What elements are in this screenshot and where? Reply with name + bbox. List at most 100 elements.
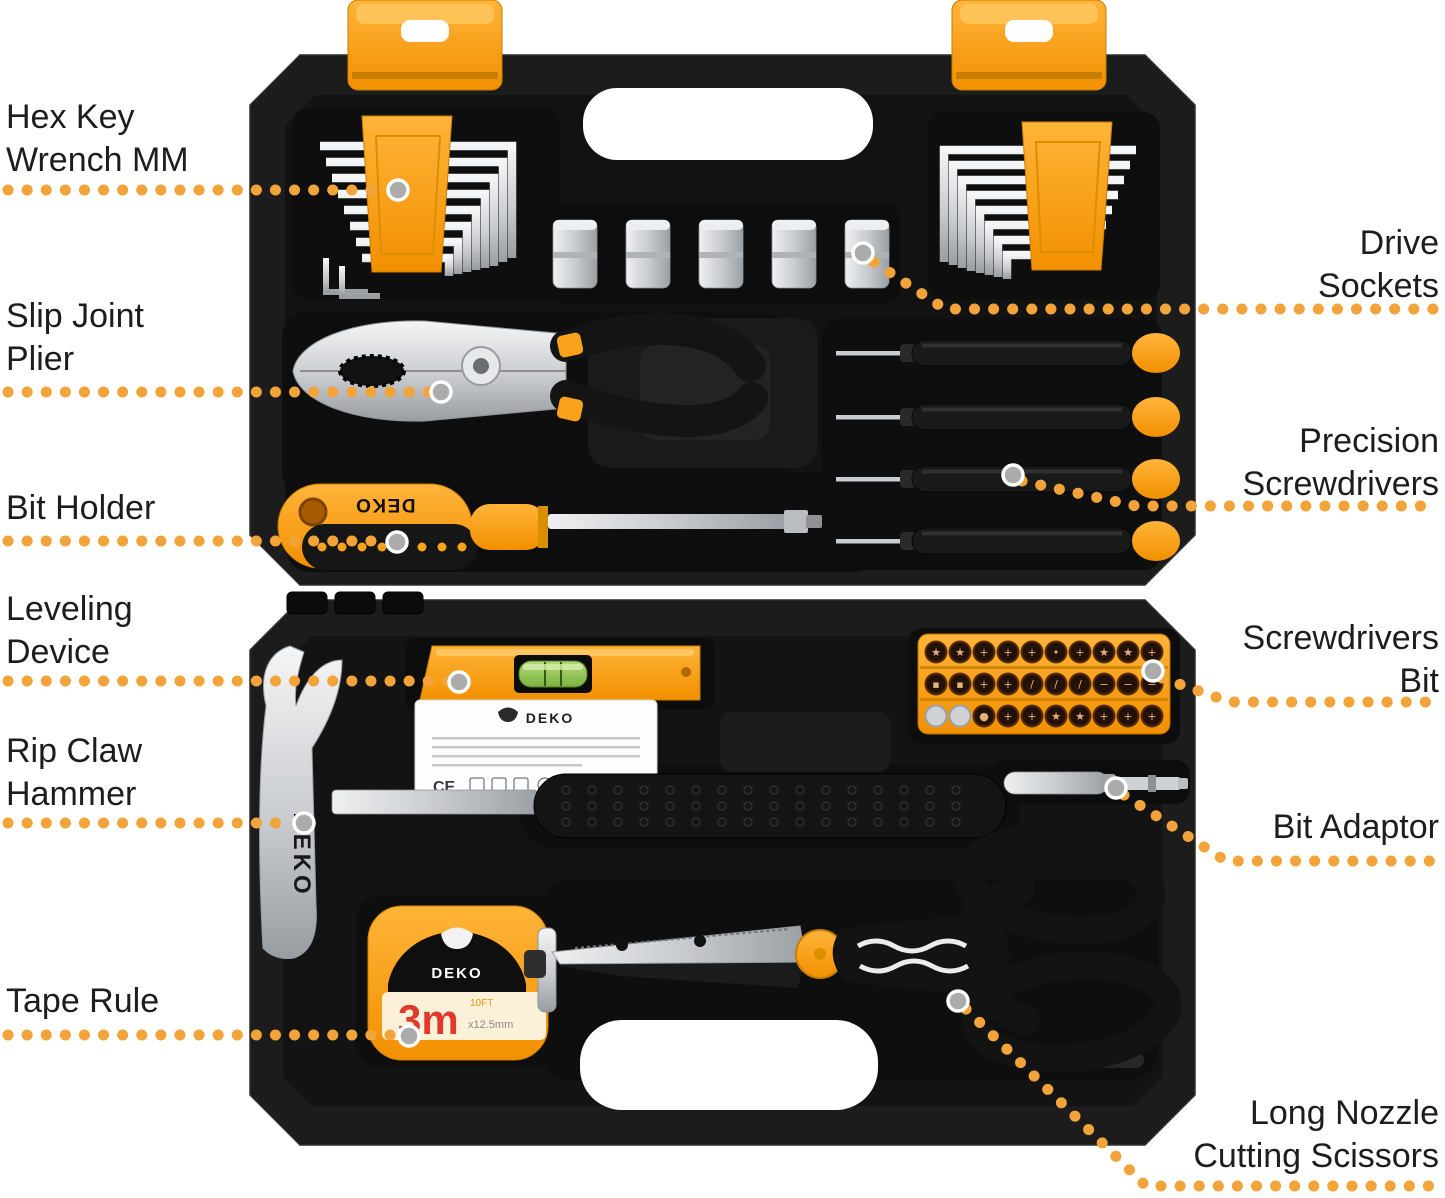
bit-tip-glyph: − bbox=[1147, 678, 1156, 691]
bit-holder-brand-text: DEKO bbox=[355, 494, 416, 515]
grip-dimple bbox=[691, 801, 701, 811]
grip-dimple bbox=[639, 785, 649, 795]
base-mold-block bbox=[720, 712, 890, 772]
grip-dimple bbox=[561, 785, 571, 795]
callout-marker-bit-holder bbox=[385, 530, 409, 554]
screwdriver-bit bbox=[996, 704, 1020, 728]
grip-dimple bbox=[899, 817, 909, 827]
bit-tip-glyph: / bbox=[1030, 678, 1034, 691]
grip-dimple bbox=[795, 817, 805, 827]
bit-tip-glyph: + bbox=[1147, 710, 1156, 723]
precision-tray-recess bbox=[822, 318, 1162, 570]
grip-dimple bbox=[613, 817, 623, 827]
screwdriver-bit bbox=[1068, 672, 1092, 696]
annotation-line: Plier bbox=[6, 340, 75, 378]
bit-tip-glyph: ● bbox=[979, 710, 989, 723]
grip-dimple bbox=[665, 817, 675, 827]
bit-tip-glyph: + bbox=[1027, 646, 1036, 659]
callout-marker-adaptor bbox=[1104, 776, 1128, 800]
grip-dimple bbox=[951, 817, 961, 827]
bull-logo-icon bbox=[498, 707, 518, 722]
annotation-line: Slip Joint bbox=[6, 297, 144, 335]
grip-dimple bbox=[743, 817, 753, 827]
grip-dimple bbox=[795, 801, 805, 811]
annotation-line: Device bbox=[6, 633, 110, 671]
annotation-line: Sockets bbox=[1318, 267, 1439, 305]
drive-socket bbox=[625, 219, 671, 289]
annotation-line: Tape Rule bbox=[6, 982, 160, 1020]
screwdriver-bit bbox=[948, 672, 972, 696]
callout-marker-sockets bbox=[851, 241, 875, 265]
annotation-line: Hex Key bbox=[6, 98, 135, 136]
bit-tip-glyph: ★ bbox=[1123, 646, 1133, 659]
grip-dimple bbox=[873, 801, 883, 811]
grip-dimple bbox=[925, 817, 935, 827]
leader-bit-adaptor bbox=[1118, 789, 1442, 867]
screwdriver-bit bbox=[1140, 704, 1164, 728]
grip-dimple bbox=[665, 785, 675, 795]
precision-screwdriver bbox=[836, 397, 1180, 437]
screwdriver-bits-set: ★★+++•+★★+▪▪++///−−−●++★★+++ bbox=[917, 633, 1171, 735]
annotation-line: Rip Claw bbox=[6, 732, 143, 770]
grip-dimple bbox=[821, 785, 831, 795]
bit-tip-glyph: + bbox=[1027, 710, 1036, 723]
bit-tip-glyph: + bbox=[979, 646, 988, 659]
latch-slot bbox=[401, 20, 449, 42]
bits-grid: ★★+++•+★★+▪▪++///−−−●++★★+++ bbox=[924, 640, 1164, 728]
annotation-leveling-device: Leveling Device bbox=[6, 588, 133, 674]
screwdriver-bit bbox=[972, 704, 996, 728]
annotation-line: Long Nozzle bbox=[1249, 1094, 1439, 1132]
annotation-screwdrivers-bit: Screwdrivers Bit bbox=[1243, 617, 1439, 703]
bit-tip-glyph: / bbox=[1054, 678, 1058, 691]
screwdriver-bit bbox=[1116, 704, 1140, 728]
annotation-hex-key-wrench: Hex Key Wrench MM bbox=[6, 96, 189, 182]
bit-tip-glyph: • bbox=[1053, 646, 1060, 659]
latch-slot bbox=[1005, 20, 1053, 42]
screwdriver-bit bbox=[948, 640, 972, 664]
hinge-knuckle bbox=[286, 591, 328, 615]
grip-dimple bbox=[951, 801, 961, 811]
annotation-line: Hammer bbox=[6, 775, 137, 813]
drive-sockets bbox=[552, 219, 890, 289]
annotation-bit-holder: Bit Holder bbox=[6, 487, 155, 530]
callout-marker-plier bbox=[429, 380, 453, 404]
grip-dimple bbox=[899, 785, 909, 795]
precision-screwdriver bbox=[836, 333, 1180, 373]
annotation-line: Precision bbox=[1299, 422, 1439, 460]
screwdriver-bit bbox=[1020, 672, 1044, 696]
bit-tip-glyph: / bbox=[1078, 678, 1082, 691]
grip-dimple bbox=[821, 801, 831, 811]
lid-handle-cutout bbox=[583, 88, 873, 160]
grip-dimple bbox=[847, 801, 857, 811]
screwdriver-bit bbox=[1068, 704, 1092, 728]
bit-tip-glyph: + bbox=[1003, 710, 1012, 723]
tape-lock-button bbox=[524, 950, 546, 978]
slip-joint-plier bbox=[292, 312, 768, 437]
annotation-line: Screwdrivers bbox=[1242, 465, 1439, 503]
screwdriver-bit bbox=[924, 672, 948, 696]
grip-dimple bbox=[717, 817, 727, 827]
bit-tip-glyph: − bbox=[1099, 678, 1108, 691]
grip-dimple bbox=[743, 801, 753, 811]
screwdriver-bit bbox=[1020, 640, 1044, 664]
screwdriver-bit bbox=[972, 640, 996, 664]
bit-tip-glyph: ▪ bbox=[956, 678, 963, 691]
grip-dimple bbox=[613, 785, 623, 795]
latch-right bbox=[951, 0, 1107, 91]
screwdriver-bit bbox=[1020, 704, 1044, 728]
bit-tip-glyph: ★ bbox=[1075, 710, 1085, 723]
grip-dimple bbox=[769, 785, 779, 795]
bit-tip-glyph: ▪ bbox=[932, 678, 939, 691]
annotation-cutting-scissors: Long Nozzle Cutting Scissors bbox=[1193, 1092, 1439, 1178]
grip-dimple bbox=[951, 785, 961, 795]
grip-dimple bbox=[847, 817, 857, 827]
grip-dimple bbox=[587, 801, 597, 811]
callout-marker-hammer bbox=[292, 811, 316, 835]
scissors-handle-loop bbox=[954, 825, 1166, 945]
grip-dimple bbox=[691, 785, 701, 795]
annotation-precision-screwdrivers: Precision Screwdrivers bbox=[1243, 420, 1439, 506]
drive-socket bbox=[698, 219, 744, 289]
